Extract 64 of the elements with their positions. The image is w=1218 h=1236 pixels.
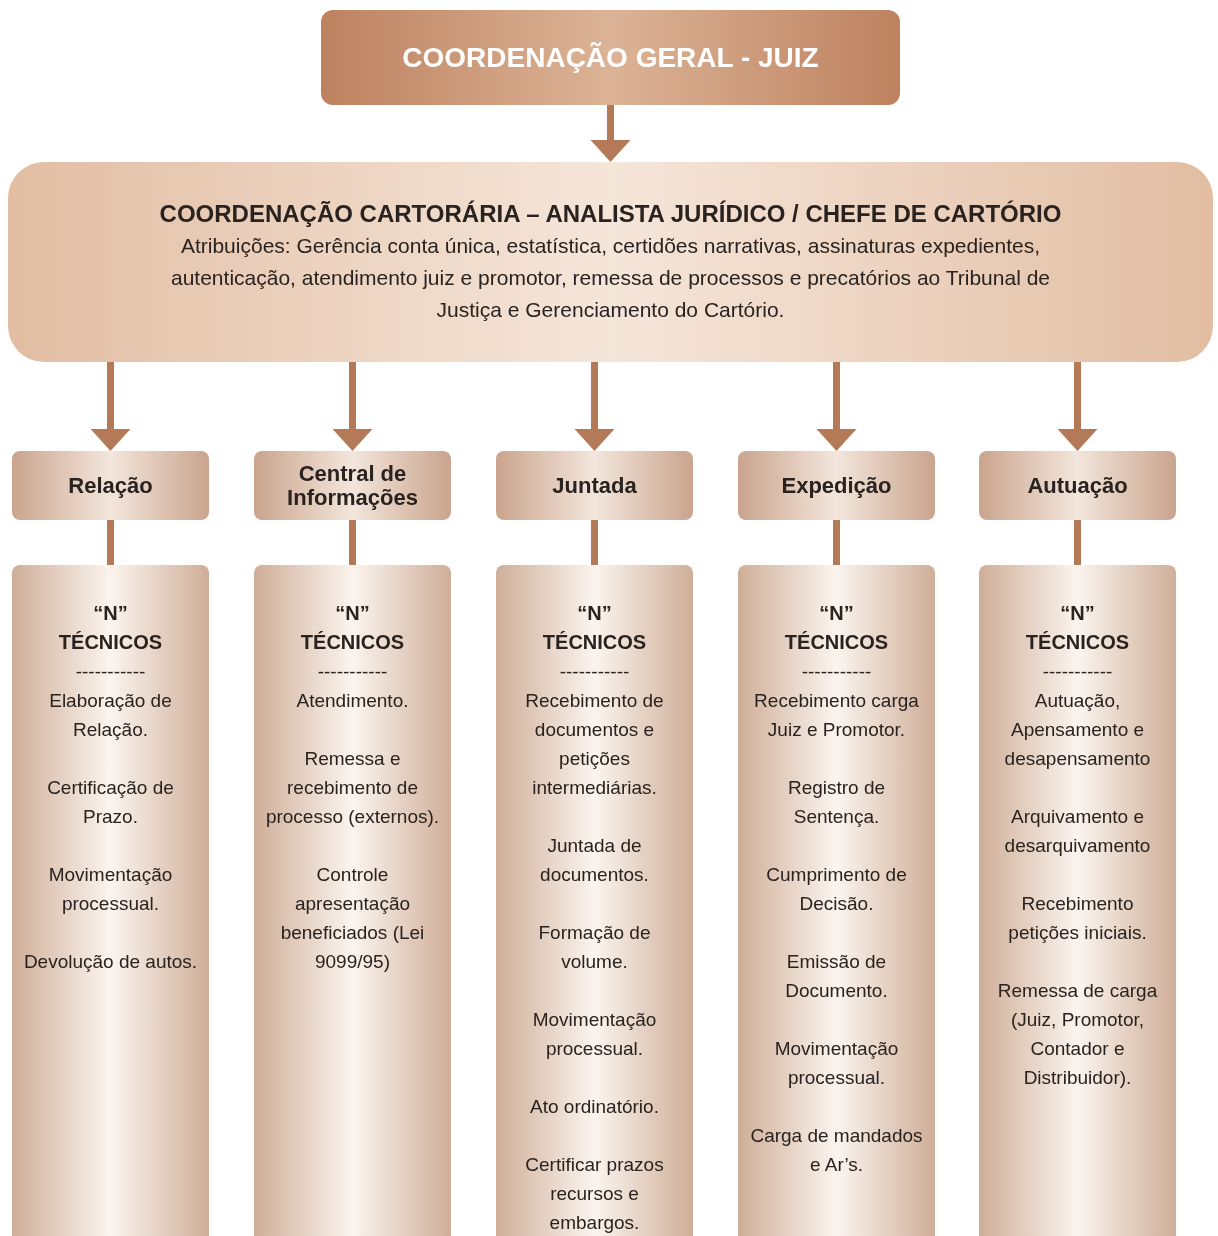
task-text: Movimentação processual. bbox=[47, 863, 174, 916]
task-text: Recebimento petições iniciais. bbox=[1007, 892, 1148, 945]
arrow bbox=[590, 105, 631, 162]
task-text: Movimentação processual. bbox=[773, 1037, 900, 1090]
task-column bbox=[254, 565, 451, 1236]
box-title: COORDENAÇÃO GERAL - JUIZ bbox=[402, 40, 819, 75]
task-text: Ato ordinatório. bbox=[529, 1095, 660, 1119]
task-text: Movimentação processual. bbox=[531, 1008, 658, 1061]
task-column bbox=[496, 565, 693, 1236]
connector-line bbox=[349, 520, 356, 565]
section-box bbox=[979, 451, 1176, 520]
section-title: Juntada bbox=[551, 473, 638, 498]
section-box bbox=[12, 451, 209, 520]
dashed-separator: ----------- bbox=[558, 660, 631, 684]
dashed-separator: ----------- bbox=[74, 660, 147, 684]
task-text: Elaboração de Relação. bbox=[48, 689, 173, 742]
task-text: Recebimento de documentos e petições intermediárias. bbox=[524, 689, 665, 800]
dashed-separator: ----------- bbox=[800, 660, 873, 684]
arrow bbox=[1057, 362, 1098, 451]
column-heading: “N” TÉCNICOS bbox=[541, 601, 648, 655]
arrow bbox=[332, 362, 373, 451]
task-text: Registro de Sentença. bbox=[786, 776, 887, 829]
task-text: Remessa de carga (Juiz, Promotor, Contador e Distribuidor). bbox=[996, 979, 1159, 1090]
section-title: Expedição bbox=[780, 473, 893, 498]
section-title: Autuação bbox=[1026, 473, 1129, 498]
task-column bbox=[738, 565, 935, 1236]
task-column bbox=[979, 565, 1176, 1236]
description-text: Atribuições: Gerência conta única, estatística, certidões narrativas, assinaturas expedientes, autenticação, atendimento juiz e promotor, remessa de processos e precatórios ao Tribunal de Justiça e Gerenciamento do Cartório. bbox=[170, 233, 1051, 323]
connector-line bbox=[591, 520, 598, 565]
task-column bbox=[12, 565, 209, 1236]
task-text: Cumprimento de Decisão. bbox=[765, 863, 908, 916]
section-box bbox=[254, 451, 451, 520]
column-heading: “N” TÉCNICOS bbox=[57, 601, 164, 655]
section-box bbox=[738, 451, 935, 520]
connector-line bbox=[107, 520, 114, 565]
section-title: Central de Informações bbox=[286, 461, 419, 510]
connector-line bbox=[833, 520, 840, 565]
column-heading: “N” TÉCNICOS bbox=[299, 601, 406, 655]
dashed-separator: ----------- bbox=[316, 660, 389, 684]
coordination-box bbox=[8, 162, 1213, 362]
arrow bbox=[90, 362, 131, 451]
section-title: Relação bbox=[67, 473, 154, 498]
task-text: Autuação, Apensamento e desapensamento bbox=[1003, 689, 1152, 771]
task-text: Emissão de Documento. bbox=[784, 950, 889, 1003]
dashed-separator: ----------- bbox=[1041, 660, 1114, 684]
task-text: Devolução de autos. bbox=[22, 950, 199, 974]
column-heading: “N” TÉCNICOS bbox=[783, 601, 890, 655]
task-text: Certificar prazos recursos e embargos. bbox=[524, 1153, 665, 1235]
task-text: Controle apresentação beneficiados (Lei 9099/95) bbox=[279, 863, 426, 974]
task-text: Atendimento. bbox=[295, 689, 410, 713]
task-text: Recebimento carga Juiz e Promotor. bbox=[753, 689, 920, 742]
column-heading: “N” TÉCNICOS bbox=[1024, 601, 1131, 655]
arrow bbox=[816, 362, 857, 451]
arrow bbox=[574, 362, 615, 451]
task-text: Carga de mandados e Ar’s. bbox=[749, 1124, 924, 1177]
connector-line bbox=[1074, 520, 1081, 565]
task-text: Formação de volume. bbox=[537, 921, 652, 974]
top-box bbox=[321, 10, 900, 105]
section-box bbox=[496, 451, 693, 520]
task-text: Remessa e recebimento de processo (externos). bbox=[264, 747, 441, 829]
task-text: Certificação de Prazo. bbox=[46, 776, 175, 829]
box-title: COORDENAÇÃO CARTORÁRIA – ANALISTA JURÍDICO / CHEFE DE CARTÓRIO bbox=[159, 199, 1062, 229]
task-text: Arquivamento e desarquivamento bbox=[1003, 805, 1152, 858]
task-text: Juntada de documentos. bbox=[539, 834, 650, 887]
